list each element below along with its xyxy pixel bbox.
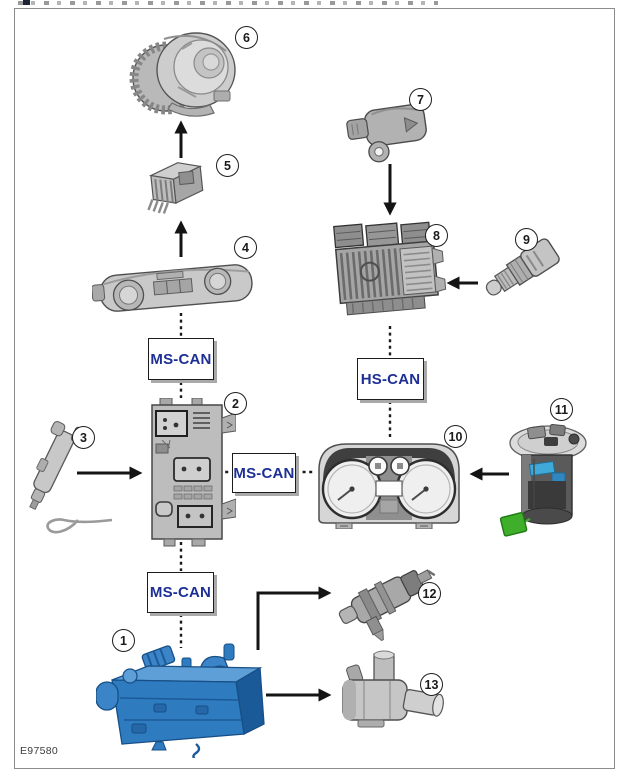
fuel-pump-module-illustration — [500, 423, 587, 537]
blower-resistor-illustration — [147, 162, 204, 214]
callout-8: 8 — [425, 224, 448, 247]
cropped-caption-remnant — [18, 1, 438, 5]
climate-control-illustration — [92, 264, 253, 312]
ms-can-box-middle-label: MS-CAN — [233, 464, 295, 482]
fuel-level-float — [500, 512, 528, 537]
ms-can-box-bottom-label: MS-CAN — [149, 584, 212, 601]
figure-reference-code: E97580 — [20, 745, 59, 757]
callout-2: 2 — [224, 392, 247, 415]
blower-motor-illustration — [129, 32, 236, 117]
callout-5: 5 — [216, 154, 239, 177]
callout-6: 6 — [235, 26, 258, 49]
ms-can-box-top: MS-CAN — [148, 338, 214, 380]
fuel-metering-pump-illustration — [338, 569, 436, 642]
instrument-cluster-illustration — [318, 443, 460, 529]
ms-can-box-middle: MS-CAN — [232, 453, 296, 493]
ms-can-box-top-label: MS-CAN — [150, 350, 212, 368]
callout-3: 3 — [72, 426, 95, 449]
booster-heater-illustration — [96, 643, 265, 758]
antenna-illustration — [29, 421, 113, 534]
pressure-sensor-illustration — [346, 103, 427, 163]
callout-11: 11 — [550, 398, 573, 421]
central-junction-box-illustration — [151, 398, 236, 547]
cropped-caption-glyph — [23, 0, 30, 5]
callout-10: 10 — [444, 425, 467, 448]
hs-can-box: HS-CAN — [357, 358, 424, 400]
callout-9: 9 — [515, 228, 538, 251]
callout-12: 12 — [418, 582, 441, 605]
ms-can-box-bottom: MS-CAN — [147, 572, 214, 613]
arrow-heater-to-metering-pump — [256, 586, 332, 650]
pump-blue-part — [528, 460, 556, 477]
callout-4: 4 — [234, 236, 257, 259]
callout-13: 13 — [420, 673, 443, 696]
coolant-pump-illustration — [342, 650, 444, 728]
callout-7: 7 — [409, 88, 432, 111]
hs-can-box-label: HS-CAN — [360, 370, 421, 388]
engine-control-module-illustration — [333, 221, 447, 316]
callout-1: 1 — [112, 629, 135, 652]
